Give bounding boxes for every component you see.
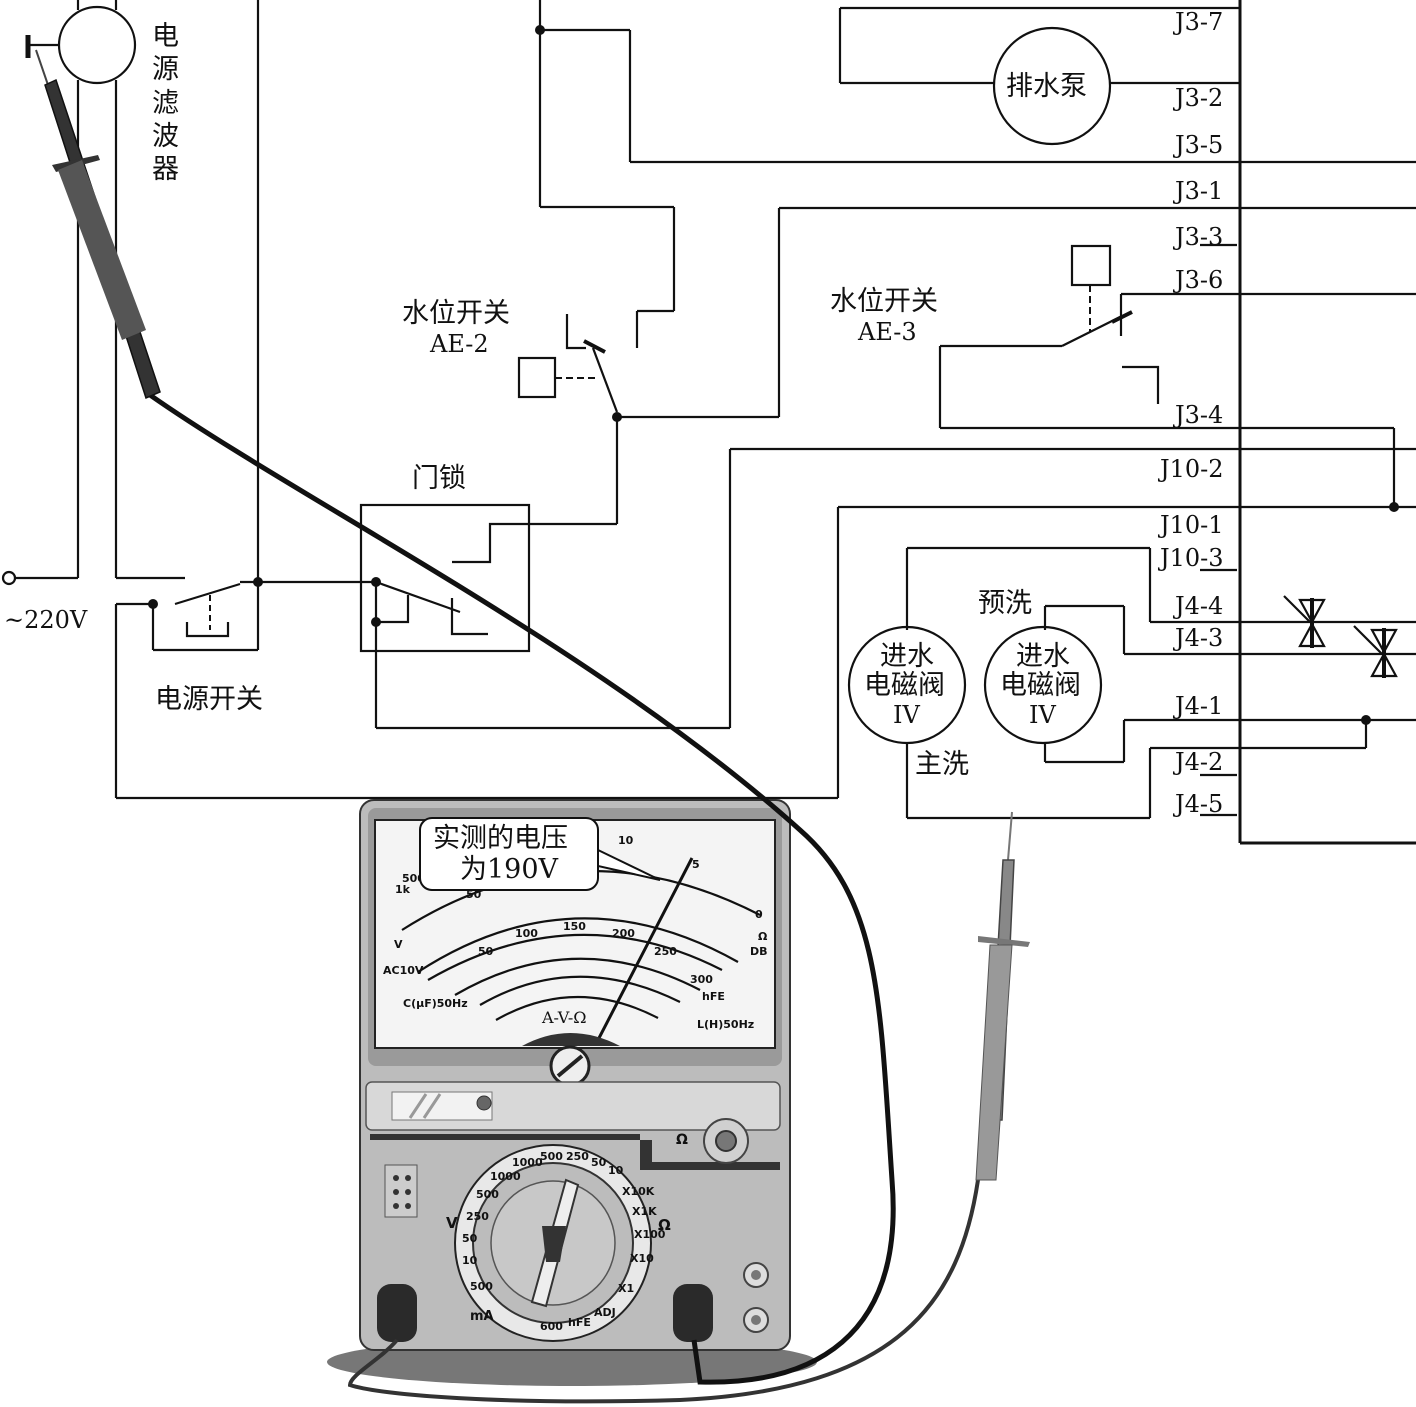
dial-v-250: 250 — [566, 1150, 589, 1163]
terminal-j4-1: J4-1 — [1172, 692, 1223, 720]
mainwash-label: 主洗 — [915, 749, 969, 780]
valve-main-line3: IV — [893, 701, 920, 729]
mains-terminal — [1, 570, 17, 586]
dial-vac-250: 250 — [466, 1210, 489, 1223]
meter-needle — [596, 857, 694, 1041]
terminal-j3-6: J3-6 — [1172, 266, 1223, 294]
power-switch — [114, 0, 376, 798]
ohm-adjust-label: Ω — [676, 1132, 688, 1148]
terminal-j4-5: J4-5 — [1172, 790, 1223, 818]
valve-main-circle — [847, 625, 967, 745]
prewash-label: 预洗 — [978, 588, 1032, 619]
dial-sym-v: V — [446, 1214, 458, 1232]
scale-ohm-10: 10 — [618, 834, 634, 847]
dial-x10k: X10K — [622, 1185, 655, 1198]
valve-main-line1: 进水 — [880, 641, 934, 672]
black-probe-lead — [148, 392, 896, 1385]
jack-com-plug[interactable] — [377, 1284, 417, 1342]
dial-600: 600 — [540, 1320, 563, 1333]
dial-vac-500: 500 — [476, 1188, 499, 1201]
scale-v-100: 100 — [515, 927, 538, 940]
mark-ac10v: AC10V — [383, 964, 424, 977]
dial-ma-500: 500 — [470, 1280, 493, 1293]
scale-v-200: 200 — [612, 927, 635, 940]
terminal-j3-4: J3-4 — [1172, 401, 1223, 429]
level-switch-left-label: 水位开关 — [402, 298, 510, 329]
scale-v-50: 50 — [478, 945, 494, 958]
red-probe-lead — [347, 1179, 980, 1404]
terminal-j3-2: J3-2 — [1172, 84, 1223, 112]
terminal-j4-3: J4-3 — [1172, 624, 1223, 652]
level-switch-right-id: AE-3 — [857, 318, 917, 346]
mark-lh: L(H)50Hz — [697, 1018, 754, 1031]
dial-vac-50: 50 — [462, 1232, 478, 1245]
dial-v-10: 10 — [608, 1164, 624, 1177]
valve-prewash-line3: IV — [1029, 701, 1056, 729]
filter-label-2: 滤 — [152, 88, 179, 119]
dial-v-50: 50 — [591, 1156, 607, 1169]
dial-sym-omega: Ω — [658, 1216, 671, 1234]
scale-v-150: 150 — [563, 920, 586, 933]
dial-sym-ma: mA — [470, 1309, 494, 1324]
valve-prewash-line2: 电磁阀 — [1000, 670, 1081, 701]
multimeter: 1k 500 50 10 5 0 50 100 150 200 250 300 … — [327, 799, 817, 1386]
red-probe[interactable] — [975, 811, 1030, 1181]
filter-label-1: 源 — [152, 54, 179, 85]
black-probe[interactable] — [35, 49, 161, 400]
terminal-j3-3: J3-3 — [1172, 223, 1223, 251]
mark-db: DB — [750, 945, 768, 958]
terminal-j3-7: J3-7 — [1172, 8, 1223, 36]
jack-v-plug[interactable] — [673, 1284, 713, 1342]
filter-label-3: 波 — [152, 121, 179, 152]
door-lock-label: 门锁 — [412, 463, 466, 494]
callout-line2: 为190V — [460, 854, 559, 885]
scale-ohm-5: 5 — [692, 858, 700, 871]
drain-pump-circle — [992, 26, 1112, 146]
scale-v-250: 250 — [654, 945, 677, 958]
scale-hfe-300: 300 — [690, 973, 713, 986]
filter-label-4: 器 — [152, 154, 179, 185]
mark-hfe: hFE — [702, 990, 725, 1003]
dial-x10: X10 — [630, 1252, 654, 1265]
terminal-j4-4: J4-4 — [1172, 592, 1223, 620]
drain-pump-label: 排水泵 — [1006, 71, 1087, 102]
power-switch-label: 电源开关 — [155, 684, 263, 715]
door-lock-box — [359, 503, 531, 653]
level-switch-right-label: 水位开关 — [830, 286, 938, 317]
level-switch-left-id: AE-2 — [429, 330, 489, 358]
terminal-j10-3: J10-3 — [1157, 544, 1224, 572]
dial-x1k: X1K — [632, 1205, 657, 1218]
scale-ohm-0: 0 — [755, 908, 763, 921]
mark-v: V — [394, 938, 403, 951]
dial-v-1000: 1000 — [512, 1156, 543, 1169]
dial-vac-10: 10 — [462, 1254, 478, 1267]
mark-cuf: C(μF)50Hz — [403, 997, 468, 1010]
triac-2 — [1353, 625, 1398, 678]
terminal-j3-1: J3-1 — [1172, 177, 1223, 205]
dial-adj: ADJ — [594, 1306, 616, 1319]
dial-vac-1000: 1000 — [490, 1170, 521, 1183]
terminal-j4-2: J4-2 — [1172, 748, 1223, 776]
terminal-j10-2: J10-2 — [1157, 455, 1224, 483]
callout-line1: 实测的电压 — [433, 823, 568, 854]
scale-ohm-1k: 1k — [395, 883, 411, 896]
dial-v-500: 500 — [540, 1150, 563, 1163]
valve-prewash-line1: 进水 — [1016, 641, 1070, 672]
filter-label-0: 电 — [152, 21, 179, 52]
dial-hfe: hFE — [568, 1316, 591, 1329]
mark-ohm: Ω — [758, 930, 768, 943]
dial-x1: X1 — [618, 1282, 634, 1295]
valve-prewash-circle — [983, 625, 1103, 745]
meter-model: A-V-Ω — [541, 1008, 587, 1027]
mains-label: ~220V — [4, 606, 88, 634]
scale-ohm-50: 50 — [466, 888, 482, 901]
valve-main-line2: 电磁阀 — [864, 670, 945, 701]
dial-x100: X100 — [634, 1228, 666, 1241]
terminal-j3-5: J3-5 — [1172, 131, 1223, 159]
terminal-j10-1: J10-1 — [1157, 511, 1224, 539]
triac-1 — [1283, 595, 1326, 648]
